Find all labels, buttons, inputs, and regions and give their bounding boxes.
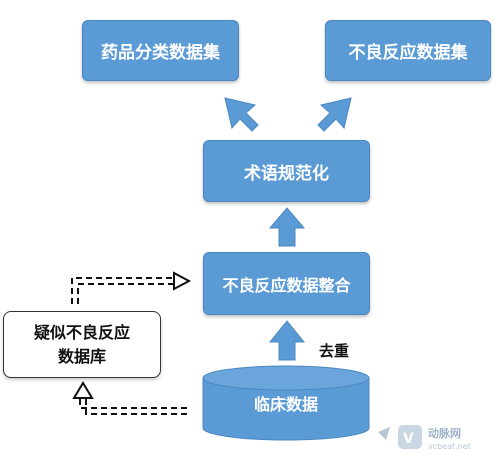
edge-label-dedup: 去重 bbox=[319, 342, 350, 360]
node-adr-integration: 不良反应数据整合 bbox=[203, 252, 370, 315]
arrow-norm-to-drug bbox=[224, 97, 259, 132]
dashed-arrow-clinical-to-suspect bbox=[79, 398, 187, 409]
arrow-norm-to-adr bbox=[317, 97, 352, 132]
watermark-sub: vcbeat.net bbox=[428, 442, 471, 451]
node-clinical-data-label: 临床数据 bbox=[253, 395, 318, 414]
node-suspect-adr-database: 疑似不良反应 数据库 bbox=[3, 311, 161, 378]
dashed-arrow-suspect-to-integrate bbox=[71, 277, 174, 304]
arrow-integrate-to-norm bbox=[268, 207, 306, 247]
node-label: 不良反应数据整合 bbox=[222, 275, 351, 295]
node-label-line1: 疑似不良反应 bbox=[33, 322, 130, 342]
watermark-text: 动脉网 bbox=[428, 427, 461, 440]
watermark-logo-icon: V bbox=[378, 425, 422, 449]
clinical-data-cylinder bbox=[202, 365, 370, 441]
node-term-normalization: 术语规范化 bbox=[203, 140, 370, 202]
node-adr-dataset: 不良反应数据集 bbox=[325, 20, 491, 81]
node-label: 不良反应数据集 bbox=[348, 43, 468, 63]
svg-text:V: V bbox=[403, 431, 414, 447]
node-label: 药品分类数据集 bbox=[101, 43, 220, 63]
node-label: 术语规范化 bbox=[244, 163, 329, 184]
arrow-clinical-to-integrate bbox=[268, 320, 306, 361]
node-label-line2: 数据库 bbox=[57, 346, 106, 366]
node-drug-classification-dataset: 药品分类数据集 bbox=[82, 20, 239, 81]
